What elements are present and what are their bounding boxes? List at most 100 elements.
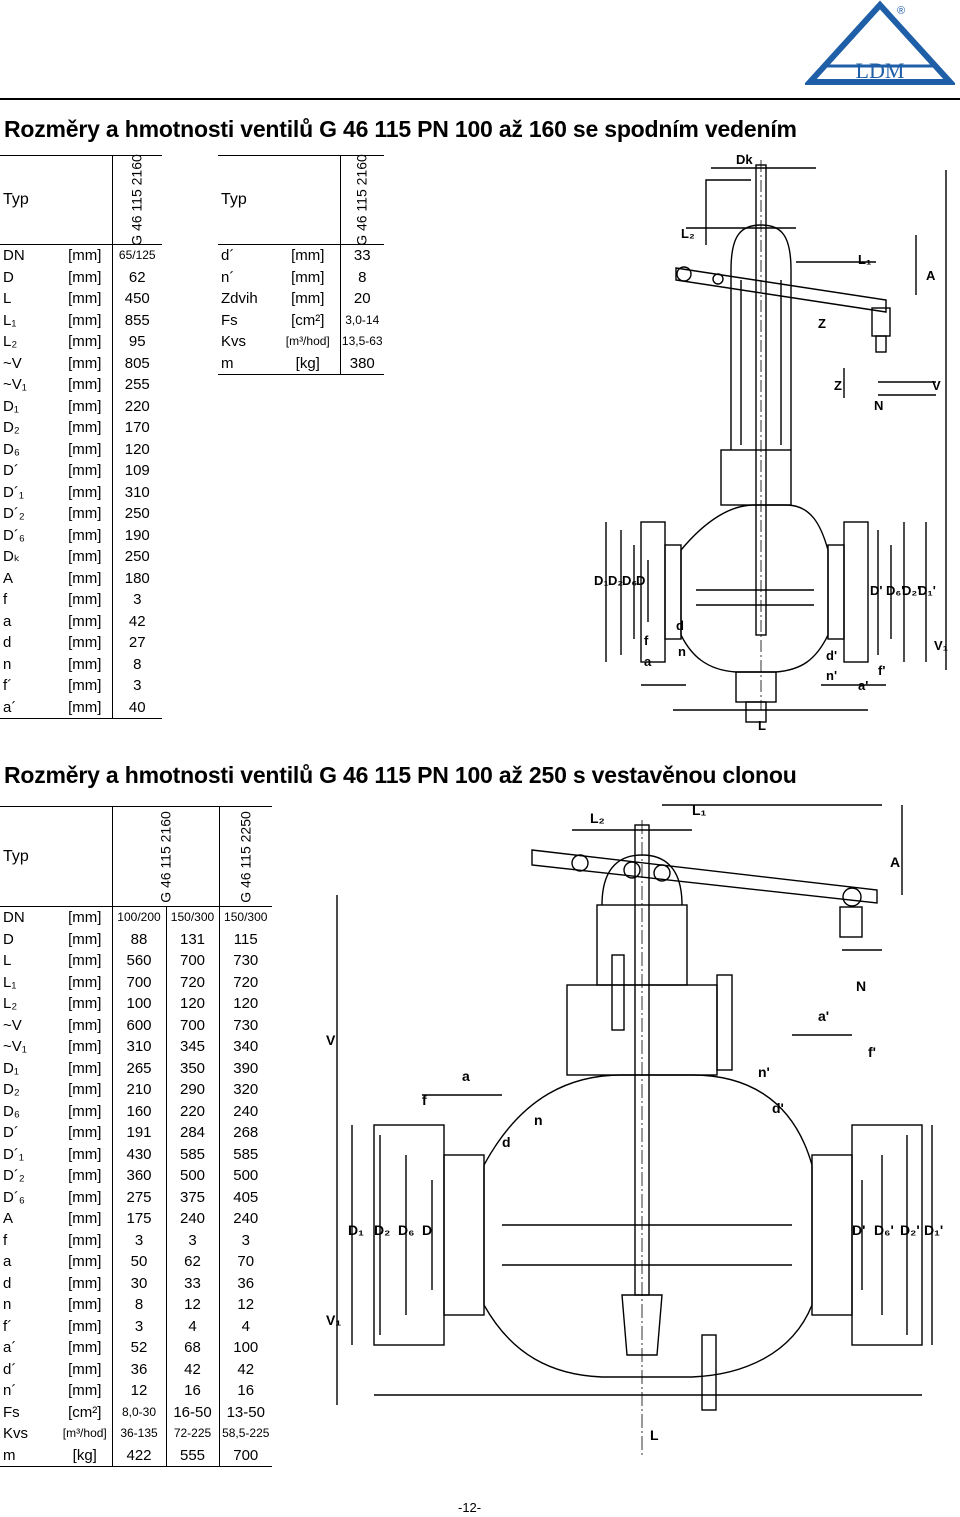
- param-unit: [m³/hod]: [62, 1426, 107, 1440]
- param-value: 350: [165, 1057, 219, 1079]
- table-row: ~V[mm]805: [0, 352, 162, 374]
- param-unit: [mm]: [68, 526, 102, 544]
- param-value: 360: [111, 1165, 166, 1187]
- dim-label: d: [502, 1134, 511, 1150]
- param-value: 3: [111, 675, 162, 697]
- param-unit: [mm]: [58, 696, 112, 719]
- param-unit: [mm]: [68, 1317, 102, 1335]
- param-value: 4: [218, 1315, 272, 1337]
- param-value: 16: [218, 1380, 272, 1402]
- param-value: 12: [165, 1294, 219, 1316]
- dim-label: L₁: [858, 252, 871, 267]
- table-row: L₁[mm]855: [0, 309, 162, 331]
- param-value: 12: [218, 1294, 272, 1316]
- param-unit: [mm]: [291, 290, 325, 307]
- dim-label: n: [678, 644, 686, 659]
- header-label: Typ: [0, 806, 112, 907]
- param-unit: [mm]: [291, 268, 325, 286]
- param-unit: [mm]: [68, 1360, 102, 1378]
- param-value: 422: [111, 1444, 166, 1467]
- param-unit: [mm]: [68, 995, 102, 1012]
- table-header-row: Typ G 46 115 2160 G 46 115 2250: [0, 806, 272, 907]
- param-unit: [mm]: [68, 1102, 102, 1120]
- table-row: D´₂[mm]250: [0, 503, 162, 525]
- table-row: L[mm]450: [0, 288, 162, 310]
- param-value: 109: [111, 460, 162, 482]
- dim-label: D₁: [348, 1222, 364, 1238]
- param-value: 700: [165, 1014, 219, 1036]
- param-name: D´₆: [3, 1188, 25, 1206]
- param-value: 320: [218, 1079, 272, 1101]
- param-value: 240: [218, 1100, 272, 1122]
- dim-label: f: [422, 1092, 427, 1108]
- param-value: 58,5-225: [218, 1423, 272, 1445]
- param-name: Kvs: [221, 333, 247, 350]
- dim-label: d': [826, 648, 837, 663]
- param-unit: [mm]: [68, 634, 102, 651]
- param-value: 600: [111, 1014, 166, 1036]
- dim-label: D': [870, 583, 882, 598]
- param-value: 33: [165, 1272, 219, 1294]
- param-name: DN: [3, 909, 25, 926]
- param-name: m: [0, 1444, 58, 1467]
- param-value: 8,0-30: [111, 1401, 166, 1423]
- param-value: 255: [111, 374, 162, 396]
- param-name: Kvs: [3, 1425, 29, 1442]
- param-unit: [mm]: [68, 505, 102, 522]
- param-value: 36-135: [111, 1423, 166, 1445]
- dim-label: D₆': [874, 1222, 894, 1238]
- param-value: 120: [165, 993, 219, 1015]
- dim-label: D': [852, 1222, 865, 1238]
- table-row: D₆[mm]120: [0, 438, 162, 460]
- logo-text: LDM: [856, 58, 905, 83]
- param-unit: [mm]: [68, 973, 102, 991]
- table-row: D´₆[mm]190: [0, 524, 162, 546]
- dim-label: D₂: [374, 1222, 390, 1238]
- table-row: Dₖ[mm]250: [0, 546, 162, 568]
- param-name: a´: [0, 696, 58, 719]
- param-unit: [cm²]: [68, 1403, 102, 1421]
- dim-label: V₁: [326, 1312, 341, 1328]
- param-name: n´: [3, 1382, 17, 1399]
- dim-label: N: [874, 398, 883, 413]
- param-value: 70: [218, 1251, 272, 1273]
- dim-label: N: [856, 978, 866, 994]
- param-name: D₆: [3, 1102, 20, 1120]
- table-row: f[mm]3: [0, 589, 162, 611]
- param-value: 150/300: [218, 906, 272, 929]
- param-value: 42: [111, 610, 162, 632]
- param-unit: [mm]: [68, 548, 102, 565]
- param-value: 3: [111, 1229, 166, 1251]
- table-row: d[mm]27: [0, 632, 162, 654]
- model-header: G 46 115 2160: [353, 154, 370, 246]
- dim-label: a': [858, 678, 868, 693]
- param-value: 42: [165, 1358, 219, 1380]
- table-row: D₂[mm]170: [0, 417, 162, 439]
- param-name: D: [3, 930, 14, 948]
- param-value: 730: [218, 950, 272, 972]
- param-unit: [mm]: [68, 1274, 102, 1292]
- param-name: L₂: [3, 995, 18, 1012]
- param-unit: [mm]: [68, 1296, 102, 1313]
- param-value: 52: [111, 1337, 166, 1359]
- dim-label: L: [758, 718, 766, 733]
- param-value: 220: [111, 395, 162, 417]
- param-value: 191: [111, 1122, 166, 1144]
- table-row: a[mm]42: [0, 610, 162, 632]
- param-value: 36: [218, 1272, 272, 1294]
- table-header-row: Typ G 46 115 2160: [218, 154, 384, 246]
- param-unit: [mm]: [68, 247, 102, 264]
- dim-label: D₁: [594, 573, 609, 588]
- param-value: 500: [165, 1165, 219, 1187]
